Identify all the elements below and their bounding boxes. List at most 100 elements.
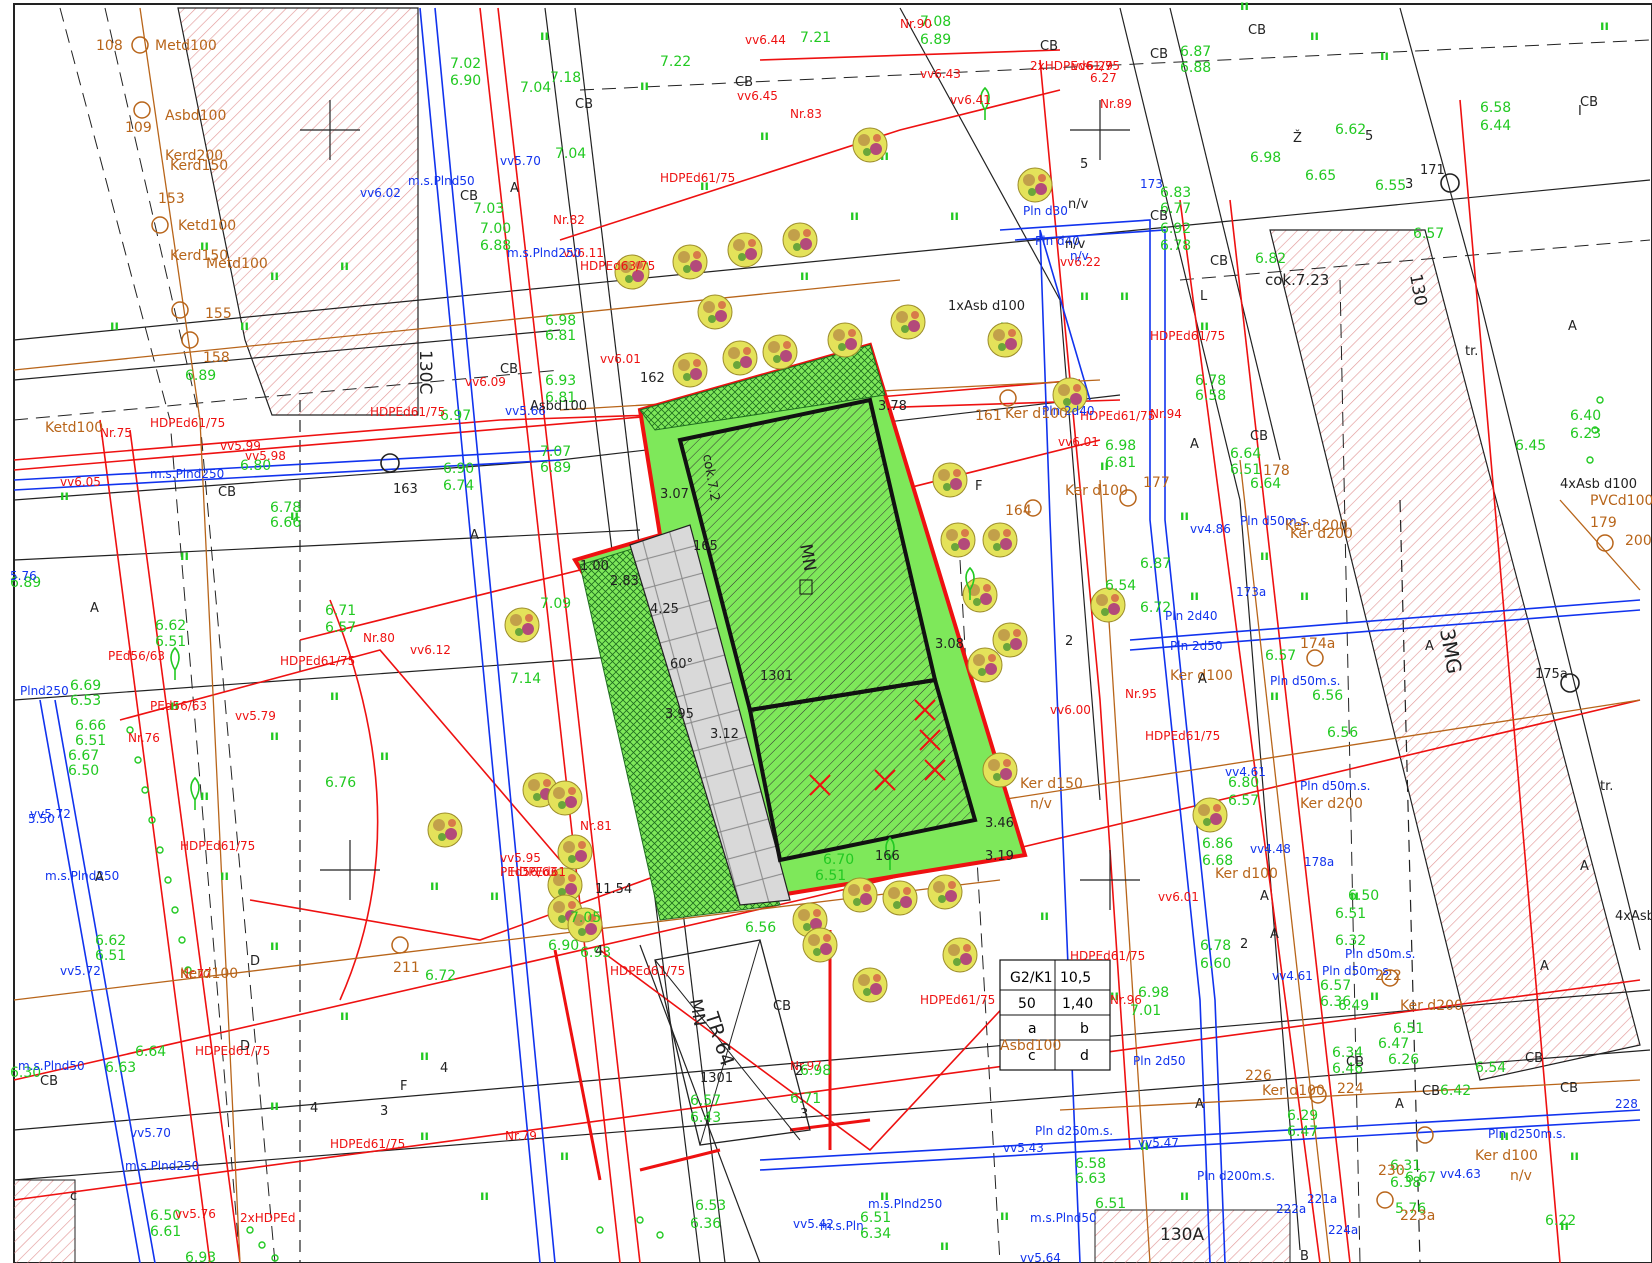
map-label: HDPEd61/75 [330, 1137, 405, 1151]
svg-text:ıı: ıı [1040, 909, 1049, 924]
map-label: 108 [96, 38, 123, 54]
map-label: Nr.94 [1150, 407, 1182, 421]
map-label: 7.05 [570, 910, 601, 926]
map-label: 6.65 [1305, 168, 1336, 184]
map-label: vv6.01 [1058, 435, 1099, 449]
map-label: 6.57 [325, 620, 356, 636]
map-label: Ker d150 [1020, 776, 1083, 792]
map-label: HDPEd61/75 [1080, 409, 1155, 423]
svg-text:ıı: ıı [200, 239, 209, 254]
map-label: m.s.Plnd250 [507, 246, 581, 260]
svg-text:ıı: ıı [170, 699, 179, 714]
map-label: 2xHDPEd [240, 1211, 295, 1225]
map-label: n/v [1068, 197, 1089, 212]
map-label: 6.46 [1332, 1061, 1363, 1077]
map-label: Kerd150 [170, 158, 228, 174]
map-label: 155 [205, 306, 232, 322]
map-label: Nr.96 [1110, 993, 1142, 1007]
svg-text:ıı: ıı [1600, 19, 1609, 34]
map-label: 2xHDPEd61/75 [1030, 59, 1120, 73]
map-label: CB [773, 999, 791, 1014]
map-label: m.s.Plnd250 [868, 1197, 942, 1211]
map-label: 230 [1378, 1163, 1405, 1179]
map-label: n/v [1510, 1168, 1532, 1184]
svg-text:ıı: ıı [1240, 0, 1249, 14]
svg-text:ıı: ıı [1080, 289, 1089, 304]
map-label: A [1270, 927, 1279, 942]
svg-text:ıı: ıı [880, 1189, 889, 1204]
map-label: CB [460, 189, 478, 204]
map-label: A [1540, 959, 1549, 974]
map-label: 7.08 [920, 14, 951, 30]
map-label: vv6.09 [465, 375, 506, 389]
map-label: 7.21 [800, 30, 831, 46]
map-label: 6.51 [1230, 462, 1261, 478]
table-cell: 10,5 [1060, 970, 1091, 986]
map-label: 6.80 [1228, 775, 1259, 791]
map-label: A [1568, 319, 1577, 334]
map-label: 6.51 [1393, 1021, 1424, 1037]
map-label: 6.67 [1405, 1170, 1436, 1186]
brown-manholes [131, 36, 1614, 1209]
svg-text:ıı: ıı [1180, 1189, 1189, 1204]
map-label: 6.60 [1200, 956, 1231, 972]
map-label: 6.26 [1388, 1052, 1419, 1068]
map-label: 6.49 [1338, 998, 1369, 1014]
map-label: CB [218, 485, 236, 500]
map-label: A [95, 870, 104, 885]
map-label: 5.50 [28, 812, 55, 826]
label-tr64: TR 64 [700, 1009, 738, 1069]
map-label: 6.88 [1180, 60, 1211, 76]
map-label: 6.54 [1475, 1060, 1506, 1076]
map-label: 7.04 [520, 80, 551, 96]
map-label: vv4.61 [1225, 765, 1266, 779]
map-label: 6.34 [1332, 1045, 1363, 1061]
map-label: 1301 [760, 669, 793, 684]
map-label: Ker d100 [1262, 1083, 1325, 1099]
map-label: Pln d50m.s. [1270, 674, 1340, 688]
map-label: 171 [1420, 163, 1445, 178]
map-label: 178a [1304, 855, 1334, 869]
map-label: 6.53 [695, 1198, 726, 1214]
map-label: 6.58 [1195, 388, 1226, 404]
map-label: Nr.95 [1125, 687, 1157, 701]
map-label: 158 [203, 350, 230, 366]
map-label: vv6.02 [360, 186, 401, 200]
map-label: A [1260, 889, 1269, 904]
map-label: 6.58 [1480, 100, 1511, 116]
map-label: 6.66 [75, 718, 106, 734]
map-label: 6.76 [325, 775, 356, 791]
map-label: 6.57 [690, 1093, 721, 1109]
svg-text:ıı: ıı [950, 209, 959, 224]
svg-text:ıı: ıı [880, 149, 889, 164]
map-label: A [1198, 672, 1207, 687]
map-label: 6.88 [480, 238, 511, 254]
map-label: Ker d200 [1400, 998, 1463, 1014]
map-label: 6.87 [1140, 556, 1171, 572]
map-label: 6.62 [1335, 122, 1366, 138]
blue-network [13, 7, 1641, 1263]
map-label: 7.03 [473, 201, 504, 217]
map-label: Ketd100 [45, 420, 103, 436]
map-label: 6.93 [545, 373, 576, 389]
map-label: Pln d30 [1023, 204, 1068, 218]
map-label: 4xAsb d100 [1560, 477, 1637, 492]
svg-text:ıı: ıı [1500, 1129, 1509, 1144]
map-label: 6.43 [690, 1110, 721, 1126]
svg-text:ıı: ıı [420, 1129, 429, 1144]
map-label: HDPEd61/75 [370, 405, 445, 419]
map-label: B [1300, 1249, 1309, 1263]
map-label: 6.36 [1320, 994, 1351, 1010]
map-label: 109 [125, 120, 152, 136]
map-label: 211 [393, 960, 420, 976]
map-label: 1301 [700, 1071, 733, 1086]
map-label: CB [1525, 1051, 1543, 1066]
svg-text:ıı: ıı [1350, 889, 1359, 904]
map-label: 6.55 [1375, 178, 1406, 194]
map-label: Metd100 [206, 256, 268, 272]
map-label: 3 [1405, 177, 1413, 192]
svg-text:ıı: ıı [480, 1189, 489, 1204]
map-label: 6.38 [1390, 1175, 1421, 1191]
map-frame [13, 3, 1652, 1263]
